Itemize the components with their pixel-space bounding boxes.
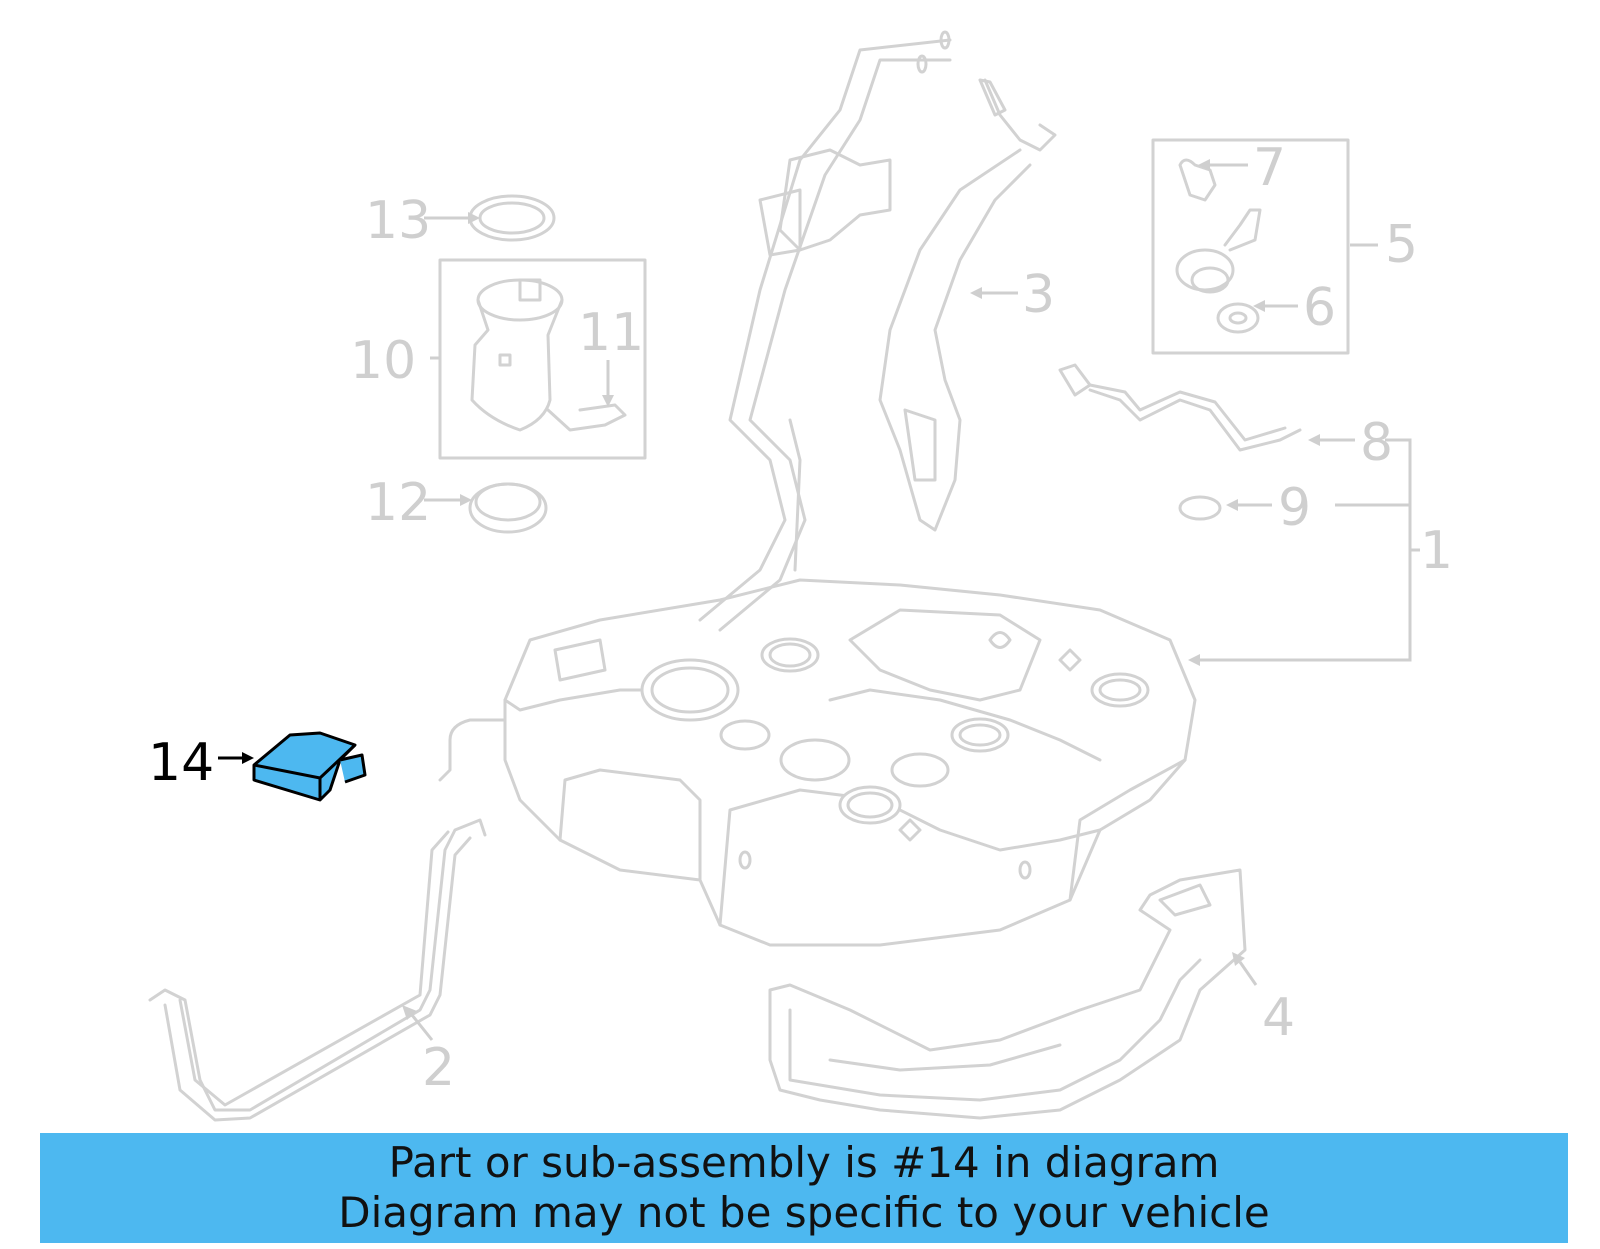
callout-1: 1 (1420, 521, 1453, 581)
callout-13: 13 (365, 191, 431, 251)
banner-line-2: Diagram may not be specific to your vehi… (338, 1188, 1270, 1237)
highlighted-module-14[interactable] (252, 731, 367, 802)
washer (1178, 495, 1222, 521)
banner-line-1: Part or sub-assembly is #14 in diagram (388, 1138, 1220, 1187)
sensor-harness (1058, 363, 1302, 452)
callout-5: 5 (1385, 215, 1418, 275)
filler-pipe (698, 30, 952, 632)
leader-arrows (218, 159, 1355, 1041)
cap-assembly (1151, 138, 1350, 355)
info-banner: Part or sub-assembly is #14 in diagram D… (40, 1133, 1568, 1243)
callout-6: 6 (1303, 278, 1336, 338)
vent-hose (878, 78, 1057, 532)
callout-7: 7 (1253, 138, 1286, 198)
callout-9: 9 (1278, 478, 1311, 538)
heat-shield (768, 868, 1247, 1120)
lock-ring (468, 194, 556, 242)
bracket-1 (430, 243, 1420, 662)
seal-ring (468, 482, 548, 534)
callout-14: 14 (148, 733, 214, 793)
callout-11: 11 (578, 303, 644, 363)
fuel-pump-assembly (438, 258, 647, 460)
callout-10: 10 (350, 331, 416, 391)
callout-2: 2 (422, 1038, 455, 1098)
callout-4: 4 (1262, 988, 1295, 1048)
callout-3: 3 (1022, 265, 1055, 325)
tank-strap (148, 818, 487, 1122)
callout-8: 8 (1360, 413, 1393, 473)
callout-12: 12 (365, 473, 431, 533)
fuel-tank (438, 578, 1197, 947)
